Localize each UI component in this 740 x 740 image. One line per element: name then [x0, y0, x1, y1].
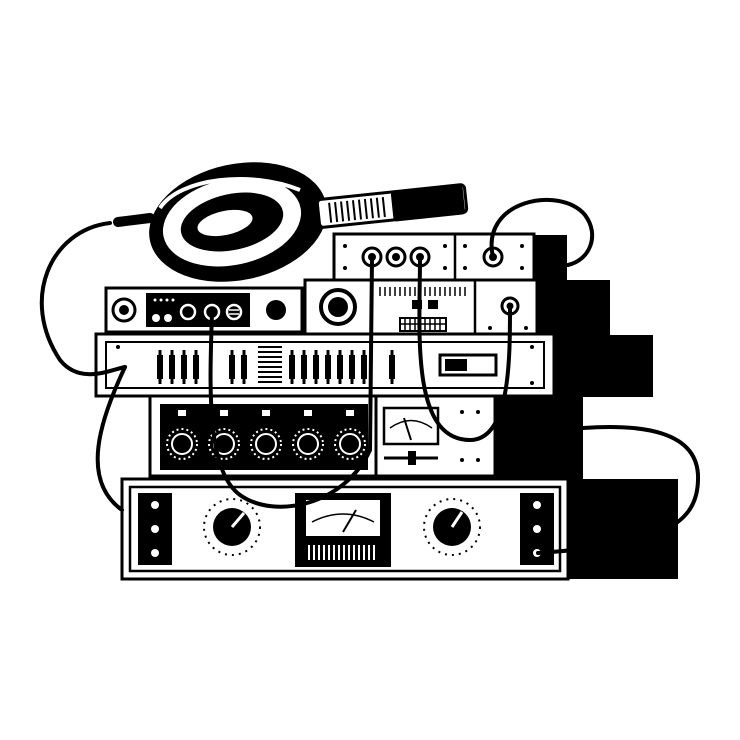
- cable-preamp-to-panel: [208, 256, 374, 509]
- cable-top-loop: [489, 197, 595, 267]
- cable-headphone: [39, 221, 127, 377]
- fader-bank-left: [157, 350, 247, 384]
- headphones: [113, 162, 327, 282]
- fader-bank-right: [289, 350, 395, 384]
- knob-rack: [148, 394, 378, 478]
- panel-screws: [343, 244, 524, 270]
- slider-knob: [408, 451, 416, 465]
- patch-cables: [39, 197, 701, 555]
- meter-needle: [403, 417, 412, 441]
- cable-left-loop: [95, 365, 127, 512]
- vu-meter-unit: [374, 394, 497, 478]
- cable-right-loop: [536, 424, 701, 555]
- power-amplifier: [120, 477, 570, 581]
- cable-panel-to-effects: [417, 256, 512, 443]
- amp-meter-needle: [342, 509, 357, 533]
- top-patch-panel: [332, 232, 536, 282]
- amp-knob-right: [423, 498, 481, 556]
- amp-knob-left: [203, 498, 261, 556]
- microphone: [315, 183, 469, 229]
- amp-meter-grille: [308, 545, 375, 560]
- fader-rack: [94, 332, 556, 398]
- preamp-unit: [104, 286, 304, 334]
- fader-grille: [258, 346, 282, 383]
